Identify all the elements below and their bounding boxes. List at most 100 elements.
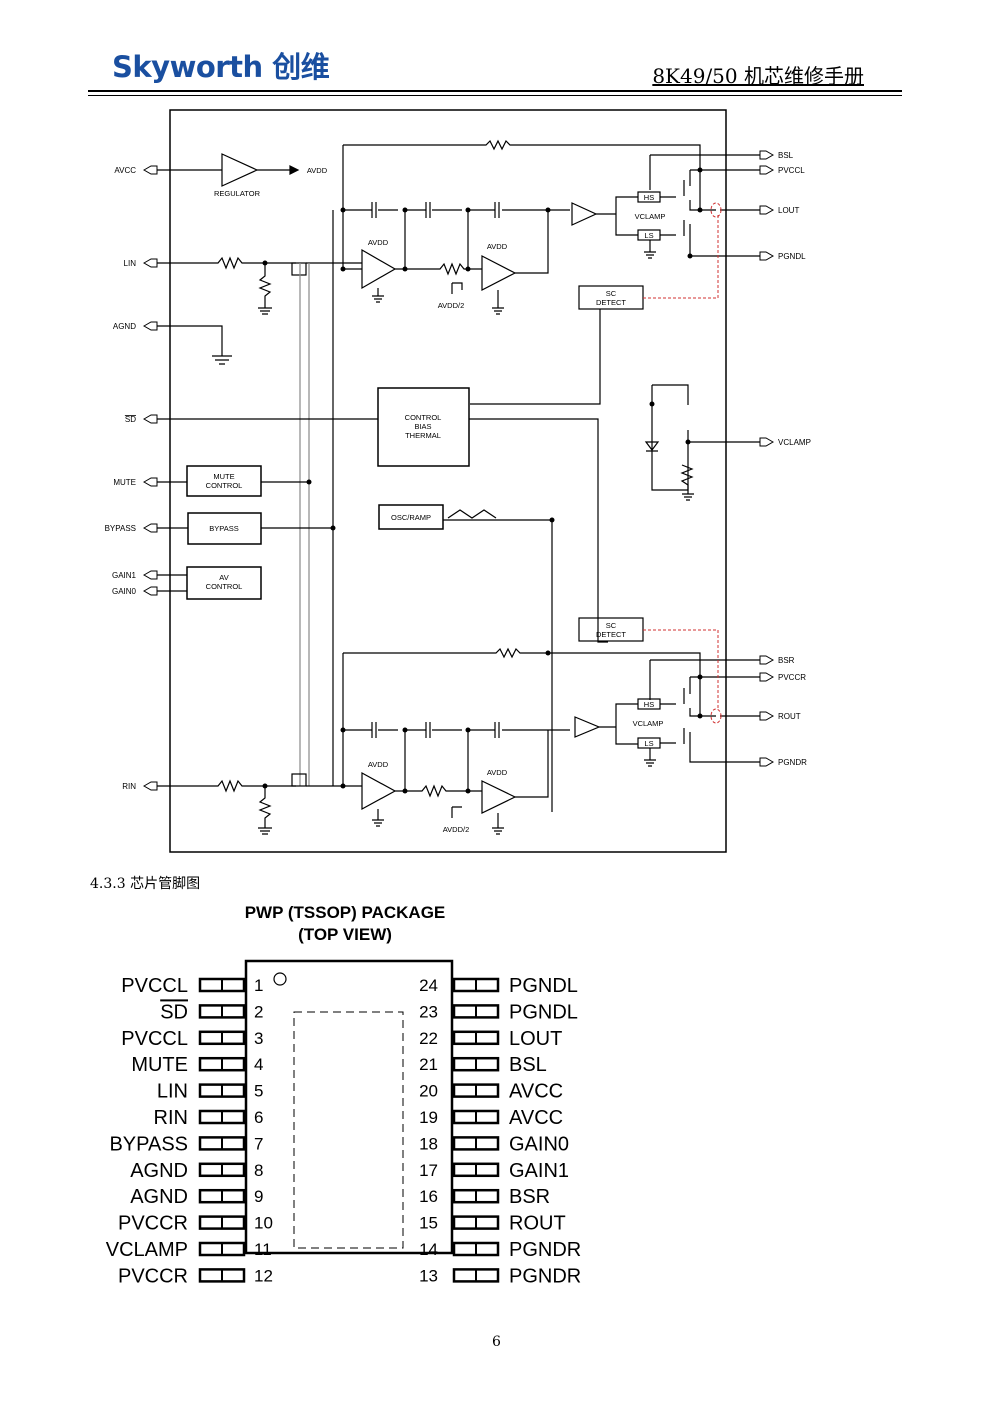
avdd-output-label: AVDD [307, 166, 328, 175]
pin-number-left: 2 [254, 1002, 263, 1021]
pin-label-gain1: GAIN1 [112, 571, 137, 580]
header-rule [88, 90, 902, 92]
pin-label-rin: RIN [122, 782, 136, 791]
pin-number-right: 23 [419, 1002, 438, 1021]
pin-number-left: 5 [254, 1082, 263, 1101]
avdd-label-1: AVDD [368, 238, 389, 247]
mute-control-block [186, 465, 262, 497]
pin-label-pvccr: PVCCR [778, 673, 806, 682]
pin-label-vclamp: VCLAMP [778, 438, 811, 447]
mute-control-label-1: MUTE [213, 472, 234, 481]
vclamp-left-label: VCLAMP [635, 212, 666, 221]
pin-name-right: AVCC [509, 1107, 563, 1129]
package-title-line2: (TOP VIEW) [298, 925, 392, 944]
pin-number-right: 18 [419, 1134, 438, 1153]
left-comparator [571, 202, 598, 226]
pin-number-left: 8 [254, 1161, 263, 1180]
control-label-3: THERMAL [405, 431, 441, 440]
ls-left-label: LS [644, 231, 653, 240]
hs-left-label: HS [644, 193, 654, 202]
pin-number-left: 11 [254, 1240, 272, 1259]
pin-number-left: 4 [254, 1055, 263, 1074]
pin-label-pvccl: PVCCL [778, 166, 805, 175]
control-label-1: CONTROL [405, 413, 442, 422]
pin-name-right: PGNDL [509, 1001, 578, 1023]
vclamp-right-label: VCLAMP [633, 719, 664, 728]
block-diagram: AVCC LIN AGND SD MUTE BYPASS GAIN1 GAIN0… [105, 109, 811, 853]
pin-name-left: LIN [157, 1081, 188, 1103]
pin-name-left: PVCCL [121, 1028, 188, 1050]
pin-name-right: BSL [509, 1054, 547, 1076]
pin-label-rout: ROUT [778, 712, 801, 721]
pin-name-right: PGNDL [509, 975, 578, 997]
pin-number-right: 19 [419, 1108, 438, 1127]
pin-label-pgndr: PGNDR [778, 758, 807, 767]
pin-name-left: PVCCR [118, 1265, 188, 1287]
pin-label-gain0: GAIN0 [112, 587, 137, 596]
sc-detect-right-2: DETECT [596, 630, 626, 639]
avdd-label-4: AVDD [487, 768, 508, 777]
package-body [244, 959, 454, 1255]
pin-name-left: VCLAMP [106, 1239, 188, 1261]
package-title-line1: PWP (TSSOP) PACKAGE [244, 903, 446, 922]
pin-name-right: GAIN0 [509, 1133, 569, 1155]
pin-number-right: 16 [419, 1187, 438, 1206]
pin-number-right: 22 [419, 1029, 438, 1048]
pin-label-avcc: AVCC [114, 166, 136, 175]
regulator-triangle [221, 153, 259, 187]
pin-label-bsr: BSR [778, 656, 795, 665]
pin-name-right: GAIN1 [509, 1160, 569, 1182]
pin-name-right: LOUT [509, 1028, 562, 1050]
osc-ramp-block [378, 504, 444, 530]
pin-name-right: PGNDR [509, 1239, 581, 1261]
pin-number-right: 17 [419, 1161, 438, 1180]
left-second-amp [481, 255, 517, 291]
section-heading: 4.3.3 芯片管脚图 [90, 876, 201, 892]
av-control-label-1: AV [219, 573, 228, 582]
sc-detect-right-1: SC [606, 621, 617, 630]
pin-number-left: 6 [254, 1108, 263, 1127]
pin-number-left: 9 [254, 1187, 263, 1206]
skyworth-logo: Skyworth 创维 [112, 50, 330, 84]
pin-name-right: ROUT [509, 1213, 566, 1235]
av-control-block [186, 566, 262, 600]
sc-detect-left-1: SC [606, 289, 617, 298]
bypass-block-label: BYPASS [209, 524, 238, 533]
pin-label-mute: MUTE [113, 478, 136, 487]
left-preamp [361, 248, 397, 290]
pin-label-agnd: AGND [113, 322, 136, 331]
pin-number-right: 21 [419, 1055, 438, 1074]
pin-number-right: 15 [419, 1214, 438, 1233]
pin-name-right: BSR [509, 1186, 550, 1208]
control-bias-block [377, 387, 470, 467]
pin-label-lin: LIN [124, 259, 137, 268]
pin-name-left: MUTE [131, 1054, 188, 1076]
pin1-marker [273, 972, 287, 986]
pin-number-left: 12 [254, 1266, 273, 1285]
pin-number-right: 14 [419, 1240, 438, 1259]
pin-name-left: PVCCL [121, 975, 188, 997]
document-title: 8K49/50 机芯维修手册 [652, 64, 864, 88]
pin-number-left: 1 [254, 976, 263, 995]
pin-name-left: AGND [130, 1186, 188, 1208]
av-control-label-2: CONTROL [206, 582, 243, 591]
avdd-half-label-1: AVDD/2 [438, 301, 465, 310]
pin-number-left: 3 [254, 1029, 263, 1048]
control-label-2: BIAS [414, 422, 431, 431]
avdd-half-label-2: AVDD/2 [443, 825, 470, 834]
pin-name-left: BYPASS [109, 1133, 188, 1155]
pin-name-left: SD [160, 1001, 188, 1023]
osc-ramp-label: OSC/RAMP [391, 513, 431, 522]
pin-number-right: 13 [419, 1266, 438, 1285]
hs-right-label: HS [644, 700, 654, 709]
avdd-label-3: AVDD [368, 760, 389, 769]
thermal-pad-outline [293, 1011, 404, 1249]
package-title: PWP (TSSOP) PACKAGE (TOP VIEW) [180, 902, 510, 946]
page-number: 6 [492, 1334, 501, 1350]
pin-label-bypass: BYPASS [105, 524, 136, 533]
sc-detect-left-2: DETECT [596, 298, 626, 307]
pin-label-pgndl: PGNDL [778, 252, 806, 261]
pin-label-bsl: BSL [778, 151, 794, 160]
pin-label-sd: SD [125, 415, 136, 424]
